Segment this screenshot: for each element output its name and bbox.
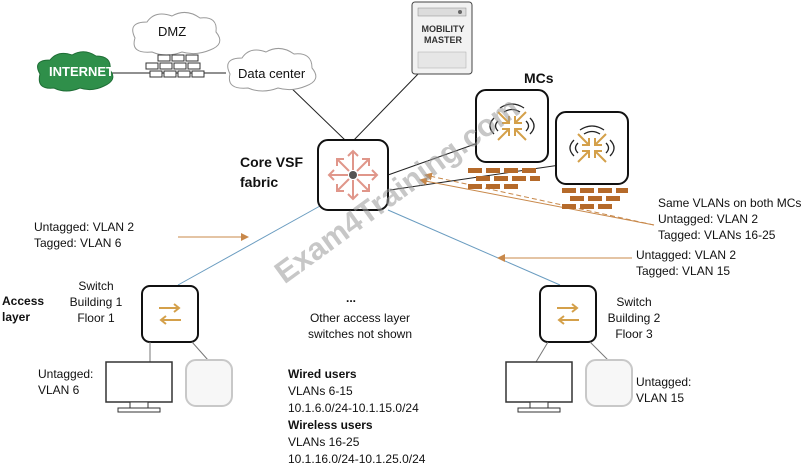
data-center-label: Data center <box>238 66 306 81</box>
mobility-master-label-line2: MASTER <box>424 35 462 45</box>
wireless-users-heading: Wireless users <box>288 418 373 432</box>
access-layer-label-line2: layer <box>2 310 31 324</box>
switch2-label-line1: Switch <box>616 295 652 309</box>
device-links <box>149 341 609 363</box>
switch1-label-line1: Switch <box>78 279 114 293</box>
internet-label: INTERNET <box>49 64 114 79</box>
datacenter-cloud-icon <box>227 48 317 92</box>
link-core-sw1 <box>177 205 321 286</box>
arrow-mc-trunk-1 <box>419 177 655 226</box>
other-switches-line2: switches not shown <box>307 327 413 341</box>
access-point-2-icon <box>585 359 633 407</box>
switch2-label-line2: Building 2 <box>607 311 661 325</box>
mobility-master-label-line1: MOBILITY <box>421 24 465 34</box>
core-fabric-label: fabric <box>240 174 279 190</box>
mobility-master-server-icon <box>411 1 473 75</box>
left-port-vlan: VLAN 6 <box>38 383 80 397</box>
access-links <box>177 205 561 286</box>
right-port-untagged: Untagged: <box>636 375 692 389</box>
link-mm-core <box>351 71 421 143</box>
access-switch-1-icon <box>141 285 199 343</box>
switch2-label-line3: Floor 3 <box>615 327 653 341</box>
switch1-label-line3: Floor 1 <box>77 311 115 325</box>
left-trunk-untagged: Untagged: VLAN 2 <box>34 220 135 234</box>
right-trunk-untagged: Untagged: VLAN 2 <box>636 248 737 262</box>
switch1-label-line2: Building 1 <box>69 295 123 309</box>
computer-1-icon <box>105 361 173 413</box>
wireless-users-vlans: VLANs 16-25 <box>288 435 360 449</box>
core-switch-icon <box>317 139 389 211</box>
internet-cloud-icon <box>37 51 114 92</box>
link-core-sw2 <box>387 209 561 286</box>
ellipsis-label: ... <box>346 291 357 305</box>
left-trunk-tagged: Tagged: VLAN 6 <box>34 236 122 250</box>
mc-controller-1-icon <box>475 89 549 163</box>
link-datacenter-core <box>284 81 346 141</box>
mc-untagged: Untagged: VLAN 2 <box>658 212 759 226</box>
mc-controller-2-icon <box>555 111 629 185</box>
right-trunk-tagged: Tagged: VLAN 15 <box>636 264 731 278</box>
access-point-1-icon <box>185 359 233 407</box>
computer-2-icon <box>505 361 573 413</box>
arrow-mc-trunk-2 <box>424 172 655 226</box>
wireless-users-subnets: 10.1.16.0/24-10.1.25.0/24 <box>288 452 426 466</box>
other-switches-line1: Other access layer <box>309 311 411 325</box>
brick-wall-2-icon <box>562 188 628 209</box>
mcs-label: MCs <box>524 70 554 86</box>
core-vsf-label: Core VSF <box>240 154 304 170</box>
brick-wall-1-icon <box>468 168 540 189</box>
vlan-arrows <box>178 172 655 262</box>
mc-note: Same VLANs on both MCs <box>658 196 802 210</box>
link-mc1-core <box>387 142 479 176</box>
left-port-untagged: Untagged: <box>38 367 94 381</box>
wired-users-vlans: VLANs 6-15 <box>288 384 353 398</box>
right-port-vlan: VLAN 15 <box>636 391 685 405</box>
mc-tagged: Tagged: VLANs 16-25 <box>658 228 776 242</box>
access-layer-label-line1: Access <box>2 294 45 308</box>
dmz-label: DMZ <box>158 24 187 39</box>
firewall-icon <box>145 54 205 78</box>
wired-users-subnets: 10.1.6.0/24-10.1.15.0/24 <box>288 401 419 415</box>
dmz-cloud-icon <box>132 12 221 56</box>
access-switch-2-icon <box>539 285 597 343</box>
wired-users-heading: Wired users <box>288 367 357 381</box>
